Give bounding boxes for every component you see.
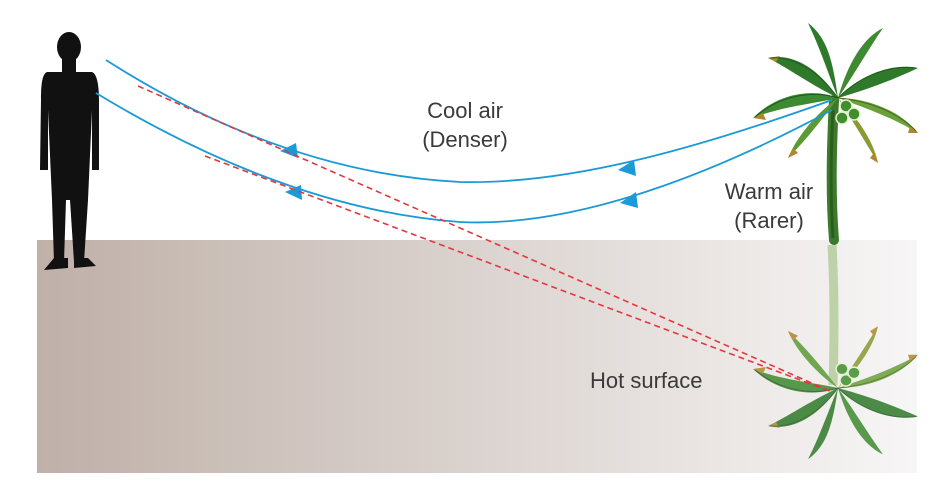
palm-tree-icon: [752, 22, 919, 245]
hot-ground-surface: [37, 240, 917, 473]
cool-air-label: Cool air (Denser): [410, 97, 520, 154]
person-silhouette-icon: [40, 32, 99, 270]
arrow-upper-left: [280, 143, 298, 158]
hot-surface-label: Hot surface: [590, 368, 703, 393]
warm-air-text: Warm air: [724, 179, 814, 204]
arrow-upper-right: [618, 160, 636, 176]
rarer-text: (Rarer): [734, 207, 804, 233]
warm-air-label: Warm air (Rarer): [714, 178, 824, 235]
light-ray-lower: [95, 92, 833, 224]
palm-tree-reflection-icon: [752, 244, 919, 460]
arrow-lower-right: [620, 192, 638, 208]
apparent-ray-upper: [137, 85, 833, 393]
cool-air-text: Cool air: [427, 98, 503, 123]
arrow-lower-left: [285, 185, 302, 200]
denser-text: (Denser): [422, 126, 508, 152]
apparent-ray-lower: [204, 155, 833, 393]
